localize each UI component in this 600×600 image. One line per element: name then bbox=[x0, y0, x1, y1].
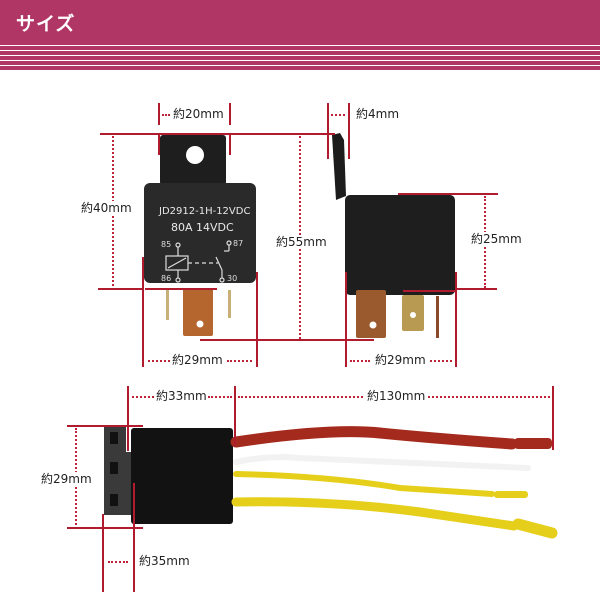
header-stripe bbox=[0, 45, 600, 46]
yellow-wire-2-tip bbox=[512, 518, 558, 539]
header-stripe bbox=[0, 55, 600, 56]
yellow-wire-1 bbox=[233, 471, 495, 497]
relay-body-side bbox=[345, 195, 455, 295]
dim-line bbox=[229, 135, 231, 155]
terminal-hole bbox=[410, 312, 416, 318]
dim-dots bbox=[162, 114, 170, 116]
dim-dots bbox=[132, 396, 154, 398]
dim-line bbox=[327, 103, 329, 159]
socket-connector bbox=[104, 425, 134, 515]
yellow-wire-2 bbox=[231, 497, 519, 531]
relay-front-view bbox=[144, 135, 256, 336]
dim-line bbox=[403, 290, 455, 292]
section-header: サイズ bbox=[0, 0, 600, 70]
dim-line bbox=[67, 425, 143, 427]
dim-line bbox=[67, 527, 143, 529]
yellow-wire-1-tip bbox=[494, 491, 528, 498]
pin-86-label: 86 bbox=[161, 274, 172, 283]
dim-dots bbox=[350, 360, 370, 362]
relay-tab-side bbox=[332, 133, 346, 200]
dim-line bbox=[229, 103, 231, 125]
relay-schematic bbox=[165, 240, 232, 283]
dim-label-wire-length: 約130mm bbox=[366, 389, 427, 403]
relay-pin bbox=[166, 290, 169, 320]
white-wire bbox=[233, 454, 531, 471]
dim-line-top bbox=[100, 133, 335, 135]
dim-line bbox=[127, 386, 129, 451]
dim-line bbox=[158, 103, 160, 125]
relay-model: JD2912-1H-12VDC bbox=[159, 206, 251, 217]
dim-dots bbox=[148, 360, 170, 362]
dim-line bbox=[398, 193, 498, 195]
dim-line bbox=[98, 288, 143, 290]
section-title: サイズ bbox=[16, 13, 76, 35]
relay-body-front bbox=[144, 183, 256, 283]
header-stripe bbox=[0, 65, 600, 66]
dim-line bbox=[234, 386, 236, 446]
dim-line bbox=[348, 103, 350, 159]
dim-line bbox=[552, 386, 554, 450]
pin-30-label: 30 bbox=[227, 274, 238, 283]
dim-line bbox=[455, 272, 457, 367]
dim-label-relay-front-body-width: 約29mm bbox=[171, 353, 224, 367]
red-wire-tip bbox=[514, 438, 552, 449]
dim-line bbox=[455, 288, 497, 290]
dim-label-relay-body-height: 約40mm bbox=[80, 201, 133, 215]
dim-label-socket-body-length: 約33mm bbox=[155, 389, 208, 403]
dim-label-relay-side-body-width: 約29mm bbox=[374, 353, 427, 367]
socket-body bbox=[131, 428, 233, 524]
relay-terminal bbox=[356, 290, 386, 338]
dim-line bbox=[142, 257, 144, 367]
mount-hole bbox=[186, 146, 204, 164]
relay-pin bbox=[436, 296, 439, 338]
dim-label-socket-height: 約29mm bbox=[40, 472, 93, 486]
header-stripe bbox=[0, 60, 600, 61]
relay-rating: 80A 14VDC bbox=[171, 221, 234, 234]
pin-85-label: 85 bbox=[161, 240, 172, 249]
terminal-hole bbox=[196, 320, 204, 328]
terminal-hole bbox=[369, 321, 377, 329]
header-stripe bbox=[0, 50, 600, 51]
dim-dots bbox=[428, 396, 550, 398]
dim-label-socket-total-length: 約35mm bbox=[138, 554, 191, 568]
dim-dots bbox=[430, 360, 452, 362]
wire-harness bbox=[230, 426, 558, 539]
dim-label-relay-tab-thickness: 約4mm bbox=[355, 107, 401, 121]
dim-dots bbox=[331, 114, 345, 116]
dim-dots bbox=[108, 561, 128, 563]
relay-socket bbox=[104, 425, 233, 524]
relay-pin bbox=[228, 290, 231, 318]
dim-label-relay-total-height: 約55mm bbox=[275, 235, 328, 249]
dim-line bbox=[145, 288, 217, 290]
dim-line bbox=[345, 272, 347, 367]
relay-side-view bbox=[332, 133, 455, 338]
relay-terminal bbox=[183, 288, 213, 336]
red-wire bbox=[230, 426, 518, 450]
dim-dots bbox=[238, 396, 363, 398]
dim-line-bottom bbox=[200, 339, 374, 341]
dim-label-relay-front-width: 約20mm bbox=[172, 107, 225, 121]
dim-line bbox=[102, 514, 104, 592]
pin-87-label: 87 bbox=[233, 239, 244, 248]
dim-line bbox=[133, 483, 135, 592]
dim-label-relay-side-height: 約25mm bbox=[470, 232, 523, 246]
dim-dots bbox=[208, 396, 232, 398]
dim-dots bbox=[227, 360, 252, 362]
dim-line bbox=[158, 135, 160, 155]
dim-line bbox=[256, 272, 258, 367]
